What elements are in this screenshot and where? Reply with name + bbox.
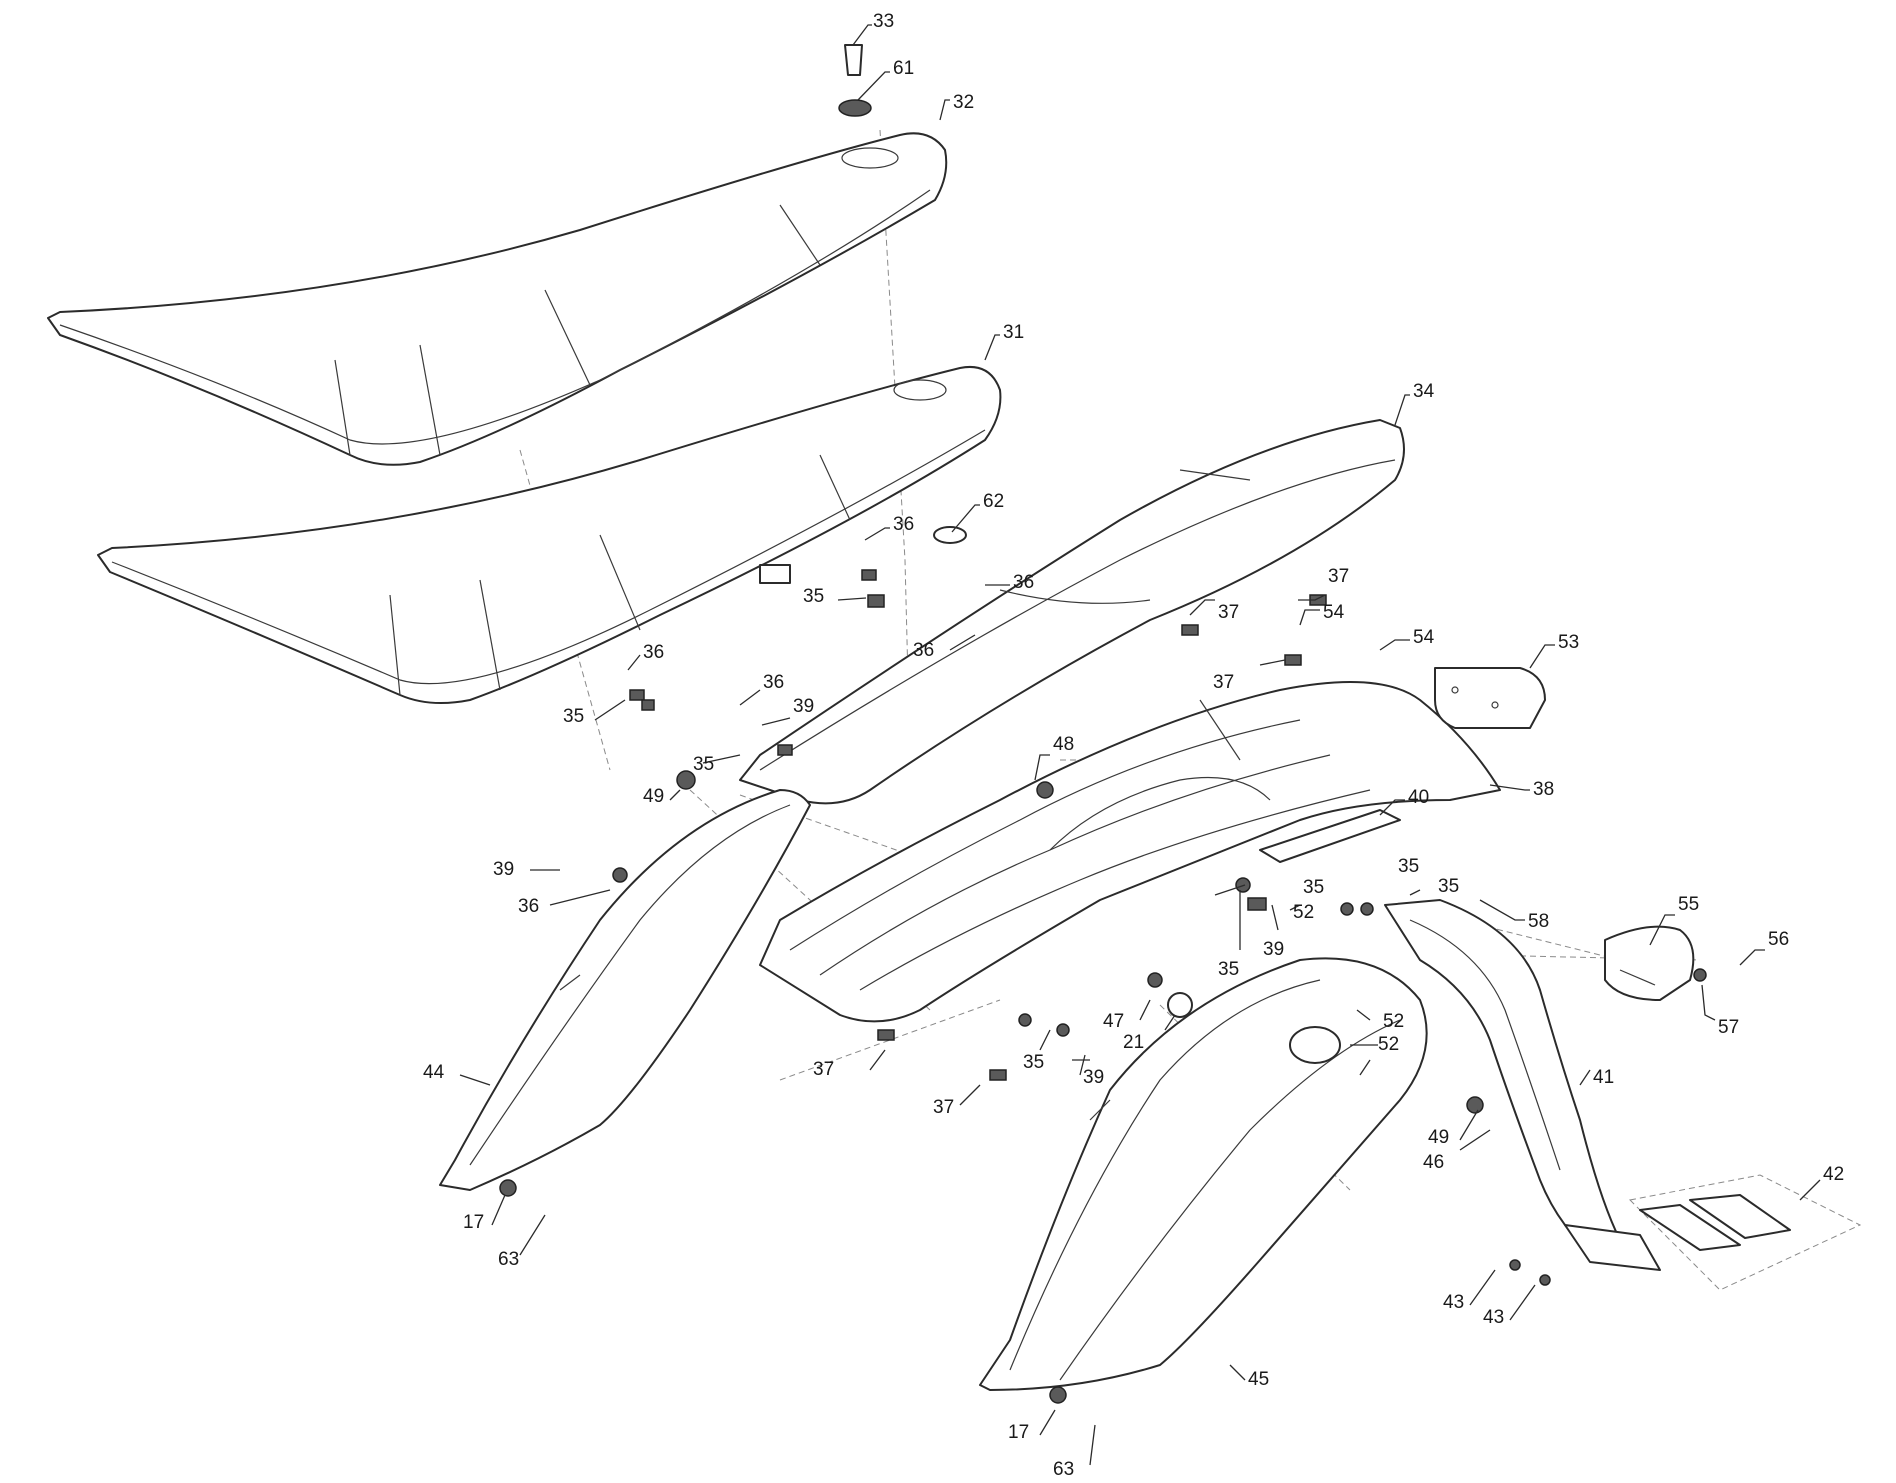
callout-34: 34 — [1413, 381, 1435, 402]
rear-panel-part — [739, 419, 1405, 805]
callout-17-a: 17 — [463, 1212, 484, 1233]
bracket-plate-part — [1259, 809, 1401, 863]
callout-39-c: 39 — [1263, 939, 1284, 960]
callout-49-a: 49 — [643, 786, 664, 807]
callout-36-e: 36 — [763, 672, 784, 693]
rear-fender-part — [979, 957, 1428, 1391]
callout-38: 38 — [1533, 779, 1554, 800]
callout-37-e: 37 — [933, 1097, 954, 1118]
left-side-cover-part — [439, 789, 811, 1191]
callout-39-b: 39 — [493, 859, 514, 880]
callout-43-a: 43 — [1443, 1292, 1464, 1313]
callout-35-c: 35 — [693, 754, 714, 775]
callout-55: 55 — [1678, 894, 1699, 915]
callout-32: 32 — [953, 92, 974, 113]
callout-58: 58 — [1528, 911, 1549, 932]
callout-52-b: 52 — [1383, 1011, 1404, 1032]
callout-labels: 33 61 32 31 34 62 36 36 35 36 36 35 36 3… — [423, 11, 1844, 1480]
callout-37-b: 37 — [1218, 602, 1239, 623]
callout-35-b: 35 — [563, 706, 584, 727]
callout-42: 42 — [1823, 1164, 1844, 1185]
callout-52-c: 52 — [1378, 1034, 1399, 1055]
callout-61: 61 — [893, 58, 914, 79]
seat-upper-part — [47, 132, 948, 466]
seat-base-part — [97, 366, 1002, 704]
callout-17-b: 17 — [1008, 1422, 1029, 1443]
callout-37-c: 37 — [1213, 672, 1234, 693]
callout-33-top: 33 — [873, 11, 894, 32]
callout-43-b: 43 — [1483, 1307, 1504, 1328]
fasteners — [499, 44, 1707, 1404]
callout-53: 53 — [1558, 632, 1579, 653]
tail-light-part — [1434, 667, 1546, 729]
callout-leaders — [459, 24, 1821, 1466]
callout-21: 21 — [1123, 1032, 1144, 1053]
callout-62: 62 — [983, 491, 1004, 512]
callout-37-a: 37 — [1328, 566, 1349, 587]
callout-63-b: 63 — [1053, 1459, 1074, 1480]
callout-35-h: 35 — [1023, 1052, 1044, 1073]
callout-63-a: 63 — [498, 1249, 519, 1270]
callout-47: 47 — [1103, 1011, 1124, 1032]
callout-45: 45 — [1248, 1369, 1269, 1390]
callout-52-a: 52 — [1293, 902, 1314, 923]
callout-57: 57 — [1718, 1017, 1739, 1038]
callout-36-d: 36 — [913, 640, 934, 661]
callout-39-d: 39 — [1083, 1067, 1104, 1088]
callout-36-c: 36 — [643, 642, 664, 663]
callout-31: 31 — [1003, 322, 1024, 343]
callout-40: 40 — [1408, 787, 1429, 808]
callout-35-a: 35 — [803, 586, 824, 607]
callout-41: 41 — [1593, 1067, 1614, 1088]
callout-36-a: 36 — [893, 514, 914, 535]
callout-56: 56 — [1768, 929, 1789, 950]
mounting-plates-part — [1628, 1174, 1862, 1291]
callout-36-f: 36 — [518, 896, 539, 917]
callout-35-g: 35 — [1218, 959, 1239, 980]
light-housing-part — [1604, 925, 1695, 1001]
callout-35-d: 35 — [1303, 877, 1324, 898]
callout-54-b: 54 — [1413, 627, 1435, 648]
callout-44: 44 — [423, 1062, 445, 1083]
callout-35-f: 35 — [1438, 876, 1459, 897]
callout-46: 46 — [1423, 1152, 1444, 1173]
callout-35-e: 35 — [1398, 856, 1419, 877]
callout-37-d: 37 — [813, 1059, 834, 1080]
callout-36-b: 36 — [1013, 572, 1034, 593]
callout-48: 48 — [1053, 734, 1074, 755]
callout-39-a: 39 — [793, 696, 814, 717]
rear-frame-part — [759, 681, 1501, 1023]
mudguard-bracket-part — [1384, 899, 1661, 1271]
callout-54-a: 54 — [1323, 602, 1345, 623]
callout-49-b: 49 — [1428, 1127, 1449, 1148]
